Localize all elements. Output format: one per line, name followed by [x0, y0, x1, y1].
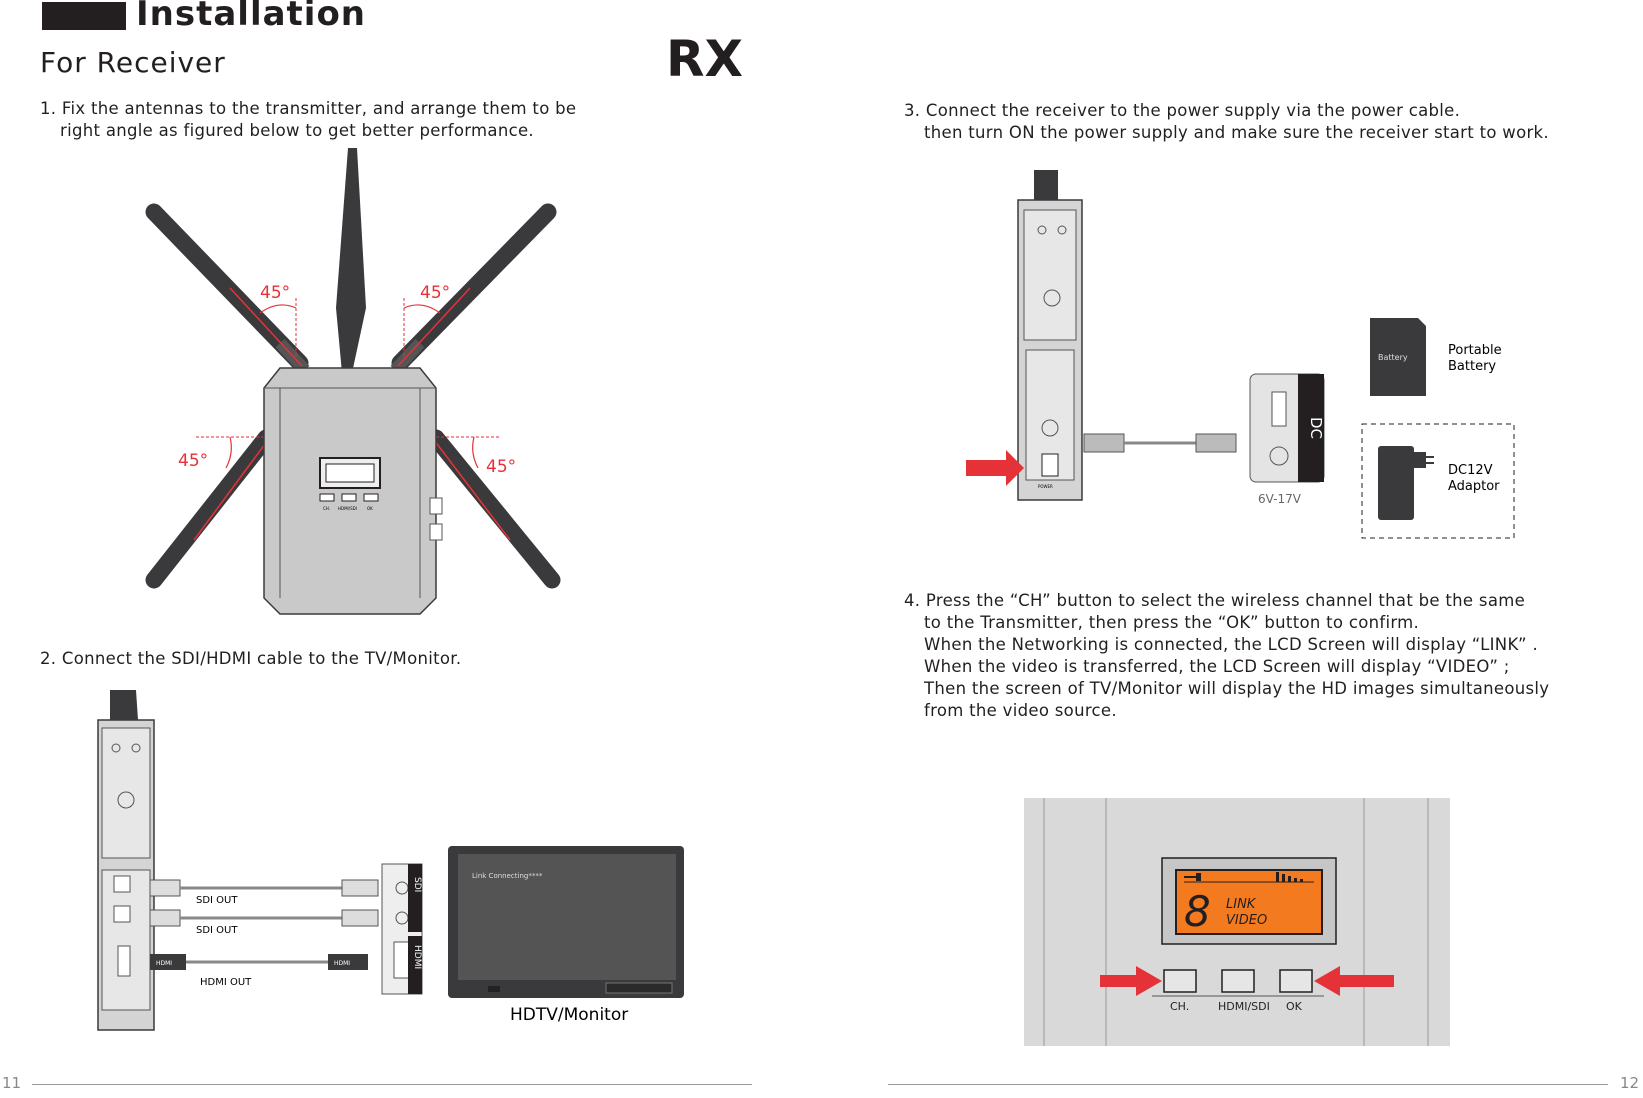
battery-label-line-2: Battery: [1448, 359, 1496, 374]
monitor-input-panel: SDI HDMI: [381, 863, 423, 995]
page-number-right: 12: [1620, 1074, 1640, 1092]
hdmi-cable: HDMI HDMI: [150, 954, 368, 970]
receiver-device-front: CH. HDMI/SDI OK: [263, 367, 443, 615]
step-4-line-4: When the video is transferred, the LCD S…: [924, 657, 1510, 676]
step-4-line-3: When the Networking is connected, the LC…: [924, 635, 1538, 654]
page-number-left: 11: [2, 1074, 22, 1092]
dc-input-panel: [1249, 373, 1325, 483]
angle-label-top-left: 45°: [260, 283, 290, 303]
footer-rule-left: [32, 1084, 752, 1085]
step-4-line-2: to the Transmitter, then press the “OK” …: [924, 613, 1420, 632]
monitor-screen-text: Link Connecting****: [472, 872, 543, 880]
angle-label-bottom-left: 45°: [178, 451, 208, 471]
monitor-caption: HDTV/Monitor: [510, 1005, 628, 1025]
lcd-channel-digit: 8: [1184, 887, 1211, 936]
ok-button: [1279, 969, 1313, 993]
step-3-line-2: then turn ON the power supply and make s…: [924, 123, 1549, 142]
step-1-line-2: right angle as figured below to get bett…: [60, 121, 534, 140]
step-3: 3. Connect the receiver to the power sup…: [904, 100, 1549, 144]
sdi-out-label-2: SDI OUT: [196, 925, 238, 936]
hdmi-sdi-button: [1221, 969, 1255, 993]
adaptor-label-line-2: Adaptor: [1448, 479, 1500, 494]
sdi-out-label-1: SDI OUT: [196, 895, 238, 906]
angle-label-top-right: 45°: [420, 283, 450, 303]
receiver-device-side: [97, 690, 155, 1031]
step-2: 2. Connect the SDI/HDMI cable to the TV/…: [40, 648, 461, 670]
connector-hdmi-label: HDMI: [412, 945, 422, 969]
step-4-line-1: 4. Press the “CH” button to select the w…: [904, 591, 1526, 610]
step-2-line-1: 2. Connect the SDI/HDMI cable to the TV/…: [40, 649, 462, 668]
section-subtitle: For Receiver: [40, 46, 226, 79]
device-btn-label-ch: CH.: [323, 506, 330, 511]
ch-button-arrow: [1100, 966, 1162, 996]
ok-button-label: OK: [1286, 1000, 1303, 1013]
step-4-line-6: from the video source.: [924, 701, 1117, 720]
rx-badge: RX: [666, 30, 744, 88]
voltage-label: 6V-17V: [1258, 492, 1302, 506]
adaptor-box: [1361, 423, 1515, 539]
signal-strength-icon: [1276, 872, 1303, 882]
battery-label-line-1: Portable: [1448, 343, 1502, 358]
device-btn-label-ok: OK: [367, 506, 373, 511]
power-switch-arrow: [966, 450, 1024, 486]
lcd-video-text: VIDEO: [1226, 913, 1267, 928]
adaptor-label-line-1: DC12V: [1448, 463, 1493, 478]
portable-battery: [1370, 318, 1426, 396]
power-switch-label: POWER: [1038, 484, 1053, 489]
step-1-line-1: 1. Fix the antennas to the transmitter, …: [40, 99, 577, 118]
device-ok-button: [363, 493, 379, 502]
step-4: 4. Press the “CH” button to select the w…: [904, 590, 1549, 722]
battery-tag: Battery: [1378, 353, 1408, 362]
hdtv-monitor: [448, 846, 684, 998]
hdmi-plug-right-label: HDMI: [334, 960, 350, 967]
sdi-cable-2: [149, 909, 379, 927]
step-3-line-1: 3. Connect the receiver to the power sup…: [904, 101, 1461, 120]
step-1: 1. Fix the antennas to the transmitter, …: [40, 98, 576, 142]
device-ch-button: [319, 493, 335, 502]
ch-button: [1163, 969, 1197, 993]
footer-rule-right: [888, 1084, 1608, 1085]
receiver-device-power-side: [1017, 170, 1083, 501]
antenna-figure: 45° 45° 45° 45° CH. HDMI/SDI OK: [145, 148, 561, 615]
angle-label-bottom-right: 45°: [486, 457, 516, 477]
antenna-bottom-right: [427, 429, 561, 589]
antenna-top: [336, 148, 366, 373]
power-cable-plug-right: [1195, 433, 1237, 453]
antenna-top-right: [390, 203, 557, 375]
lcd-link-text: LINK: [1226, 897, 1257, 912]
plug-icon: [1184, 873, 1201, 881]
lcd-figure: 8 LINK VIDEO CH. HDMI/SDI OK: [1024, 798, 1450, 1046]
ok-button-arrow: [1314, 966, 1394, 996]
hdmi-out-label: HDMI OUT: [200, 977, 252, 988]
power-figure: POWER DC 6V-17V Battery Portable Battery…: [966, 170, 1515, 539]
sdi-hdmi-figure: SDI OUT SDI OUT HDMI HDMI HDMI OUT SDI H…: [97, 690, 684, 1031]
sdi-cable-1: [149, 879, 379, 897]
device-btn-label-hdmi-sdi: HDMI/SDI: [338, 506, 357, 511]
hdmi-sdi-button-label: HDMI/SDI: [1218, 1000, 1270, 1013]
hdmi-plug-left-label: HDMI: [156, 960, 172, 967]
step-4-line-5: Then the screen of TV/Monitor will displ…: [924, 679, 1550, 698]
device-hdmi-sdi-button: [341, 493, 357, 502]
antenna-bottom-left: [145, 429, 275, 589]
connector-sdi-label: SDI: [412, 877, 422, 892]
page-title: Installation: [136, 0, 367, 34]
power-cable-plug-left: [1083, 433, 1125, 453]
ch-button-label: CH.: [1170, 1000, 1189, 1013]
dc-label: DC: [1307, 417, 1325, 439]
header-bar: [42, 2, 126, 30]
dc12v-adaptor: [1378, 446, 1434, 520]
